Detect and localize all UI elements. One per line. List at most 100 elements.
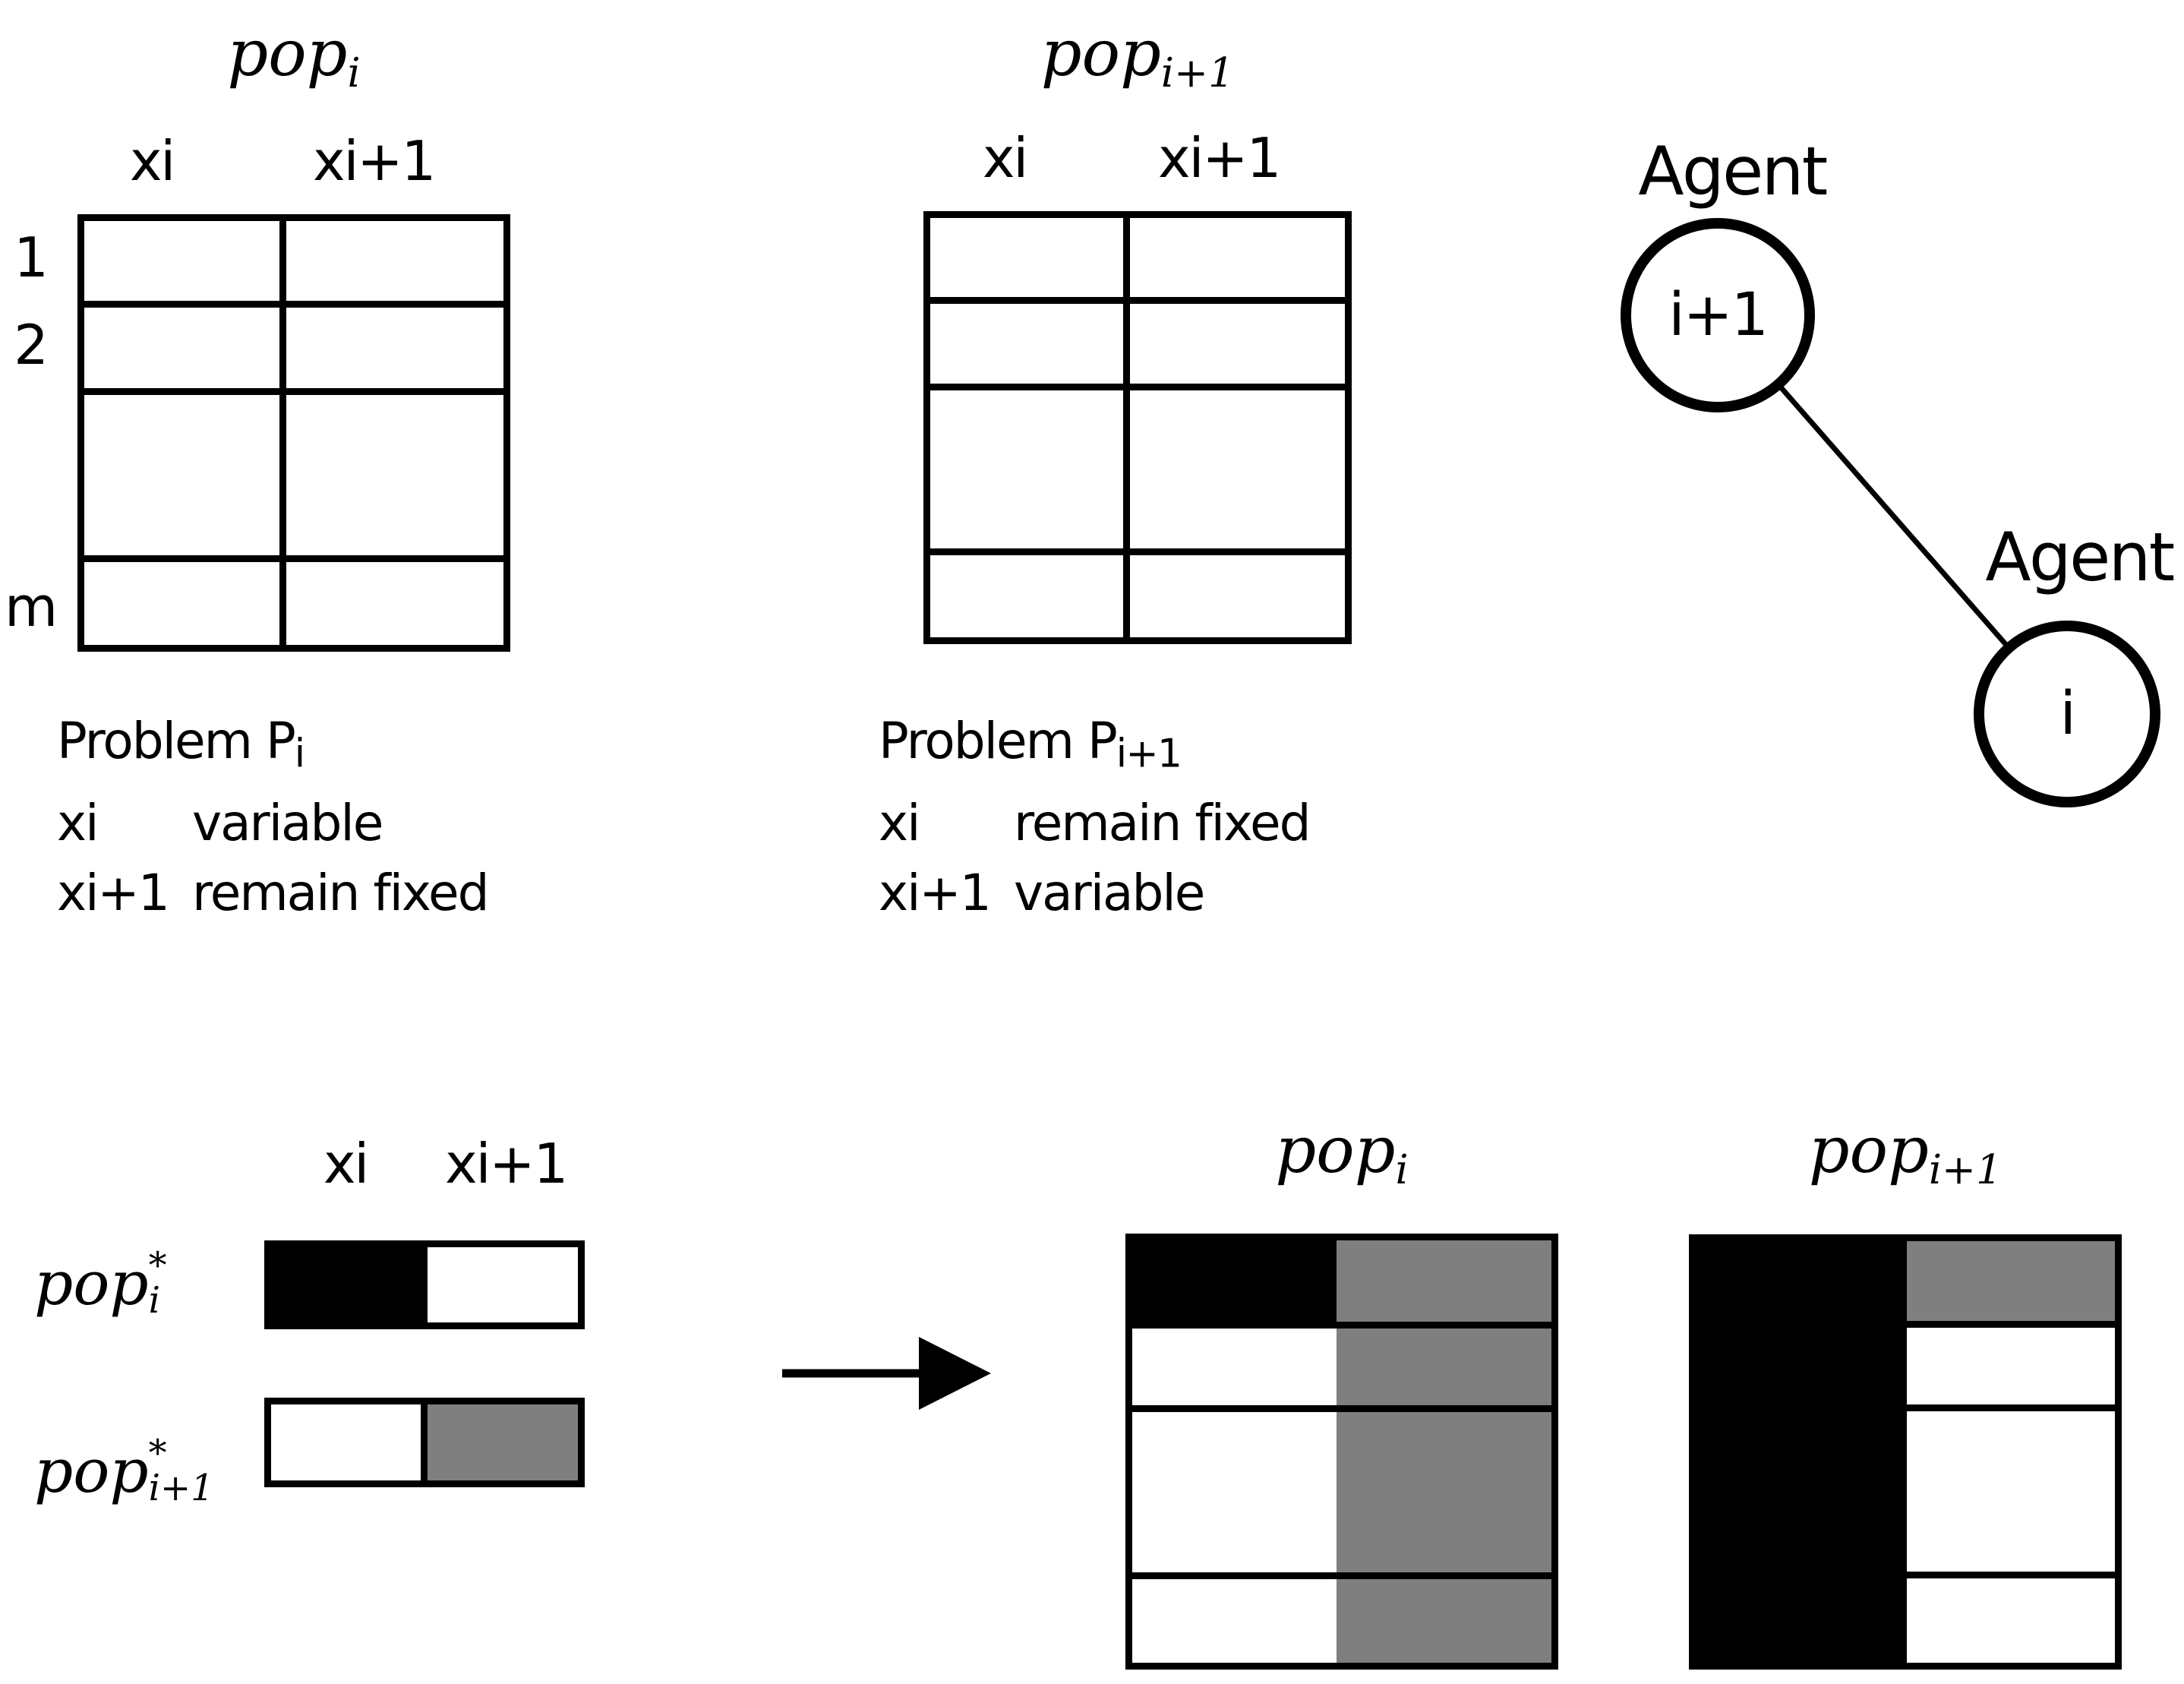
cell-white: [1130, 218, 1345, 297]
cell-white: [930, 218, 1131, 297]
cell-white: [286, 308, 503, 389]
table-row: [1132, 1328, 1551, 1413]
cell-black: [1132, 1240, 1337, 1322]
cell-white: [930, 555, 1131, 637]
problem-i1-block: Problem Pi+1 xi remain fixed xi+1 variable: [879, 706, 1311, 928]
agent-node-i1: i+1: [1621, 218, 1815, 412]
table-row: [1132, 1412, 1551, 1580]
cell-white: [930, 303, 1131, 384]
cell-white: [1907, 1328, 2115, 1405]
table-row: [930, 218, 1345, 304]
cell-white: [1132, 1579, 1337, 1663]
cell-black: [1696, 1578, 1908, 1663]
cell-white: [1130, 555, 1345, 637]
popi-population-table: [77, 214, 510, 652]
result-popi-title-base: pop: [1275, 1113, 1396, 1187]
cell-black: [1696, 1411, 1908, 1572]
cell-black: [1696, 1328, 1908, 1405]
problem-i1-title-sub: i+1: [1116, 731, 1182, 777]
popi-col-header-xi1: xi+1: [313, 129, 436, 193]
cell-white: [1907, 1578, 2115, 1663]
table-row: [1696, 1578, 2115, 1663]
problem-i1-title-base: Problem P: [879, 712, 1118, 770]
problem-i-title-base: Problem P: [57, 712, 296, 770]
popstar-i-label: pop*i: [34, 1238, 167, 1329]
problem-i-var-xi1: xi+1: [57, 864, 170, 923]
problem-i1-row-xi: xi remain fixed: [879, 788, 1311, 858]
table-row: [271, 1404, 578, 1480]
popi-row-label-2: 2: [14, 313, 49, 377]
result-popi-table: [1125, 1234, 1558, 1670]
cell-white: [84, 308, 287, 389]
problem-i1-var-xi: xi: [879, 794, 920, 853]
table-row: [930, 303, 1345, 390]
popstar-i-base: pop: [34, 1248, 149, 1319]
cell-white: [1907, 1411, 2115, 1572]
popi-title-base: pop: [227, 16, 348, 90]
problem-i-var-xi: xi: [57, 794, 99, 853]
cell-gray: [1337, 1412, 1551, 1573]
cell-white: [286, 395, 503, 556]
problem-i-status-xi1: remain fixed: [192, 864, 489, 923]
popstar-i1-sup: *: [148, 1432, 167, 1475]
popi-row-label-1: 1: [14, 226, 49, 289]
problem-i1-status-xi: remain fixed: [1014, 794, 1311, 853]
popstar-i-sub: i: [148, 1279, 160, 1322]
popi1-title-base: pop: [1040, 16, 1161, 90]
result-popi-title: popi: [1190, 1118, 1494, 1190]
problem-i1-row-xi1: xi+1 variable: [879, 858, 1310, 928]
bars-col-header-xi1: xi+1: [445, 1132, 568, 1196]
problem-i1-status-xi1: variable: [1014, 864, 1205, 923]
popi-col-header-xi: xi: [129, 129, 175, 193]
cell-white: [271, 1404, 428, 1480]
popi1-title-sub: i+1: [1160, 49, 1235, 97]
transform-arrow-icon: [782, 1337, 991, 1410]
cell-white: [1130, 390, 1345, 549]
table-row: [930, 555, 1345, 637]
table-row: [271, 1247, 578, 1322]
problem-i1-var-xi1: xi+1: [879, 864, 992, 923]
popi1-table-title: popi+1: [986, 21, 1289, 93]
popi-row-label-m: m: [5, 575, 58, 639]
popi-title-sub: i: [347, 49, 361, 97]
popi-table-title: popi: [142, 21, 446, 93]
cell-white: [1132, 1328, 1337, 1406]
problem-i1-title: Problem Pi+1: [879, 706, 1310, 788]
table-row: [84, 395, 503, 563]
table-row: [1696, 1241, 2115, 1329]
cell-gray: [1907, 1241, 2115, 1322]
agent-node-i1-text: i+1: [1668, 281, 1769, 349]
popi1-col-header-xi: xi: [982, 126, 1028, 190]
result-popi-title-sub: i: [1395, 1145, 1409, 1194]
cell-white: [286, 221, 503, 302]
cell-gray: [1337, 1579, 1551, 1663]
popi1-population-table: [923, 211, 1352, 644]
result-popi1-title: popi+1: [1753, 1118, 2057, 1190]
cell-white: [1132, 1412, 1337, 1573]
table-row: [84, 562, 503, 645]
result-popi1-title-base: pop: [1808, 1113, 1929, 1187]
agent-connector-line: [1779, 386, 2008, 646]
popstar-i1-label: pop*i+1: [34, 1422, 214, 1521]
problem-i-row-xi1: xi+1 remain fixed: [57, 858, 489, 928]
cell-gray: [1337, 1240, 1551, 1322]
cell-gray: [1337, 1328, 1551, 1406]
cell-black: [1696, 1241, 1908, 1322]
problem-i-title: Problem Pi: [57, 706, 488, 788]
cell-white: [428, 1247, 578, 1322]
agent-node-i-text: i: [2059, 680, 2076, 748]
popstar-i-bar: [264, 1240, 585, 1329]
popstar-i1-base: pop: [34, 1436, 149, 1506]
bars-col-header-xi: xi: [323, 1132, 369, 1196]
table-row: [930, 390, 1345, 556]
table-row: [1132, 1240, 1551, 1329]
cell-white: [84, 562, 287, 645]
cell-white: [84, 221, 287, 302]
cell-white: [286, 562, 503, 645]
agent-top-label: Agent: [1638, 132, 1828, 210]
popstar-i1-bar: [264, 1398, 585, 1487]
result-popi1-title-sub: i+1: [1928, 1145, 2003, 1194]
